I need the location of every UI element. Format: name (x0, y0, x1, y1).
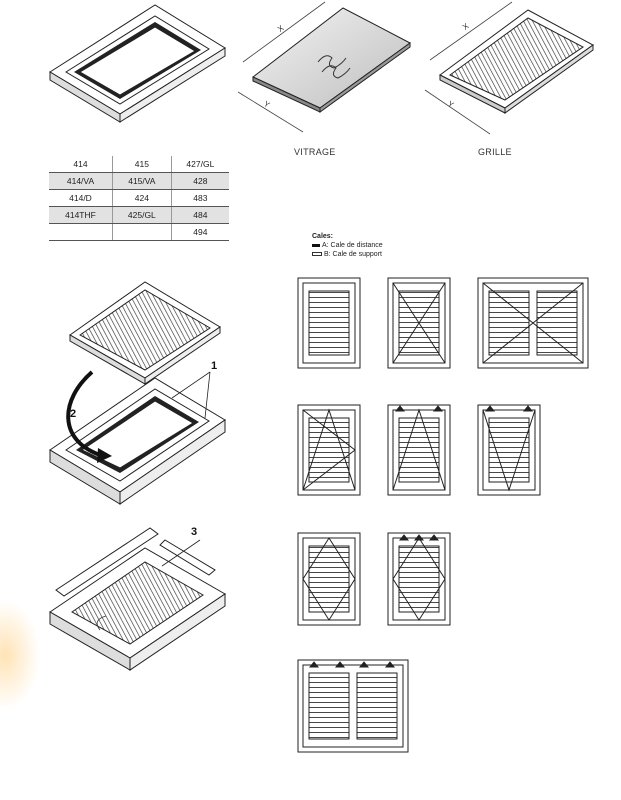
vitrage-drawing (237, 1, 411, 133)
distance-block-swatch (312, 243, 320, 247)
window-diagram-double-cross (477, 277, 589, 369)
table-cell: 427/GL (170, 156, 229, 173)
window-diagram-pivot-tilt (387, 532, 451, 626)
step-two-label: 2 (70, 408, 77, 420)
step-one-label: 1 (211, 360, 218, 372)
table-cell: 414/D (49, 189, 113, 207)
support-block-swatch (312, 252, 322, 257)
table-cell (111, 223, 172, 241)
exploded-assembly-drawing (49, 281, 226, 505)
table-cell: 424 (111, 189, 172, 207)
table-cell: 415 (111, 156, 172, 173)
legend-item-b: B: Cale de support (312, 250, 383, 259)
table-row: 414/D 424 483 (49, 189, 229, 207)
window-diagram-double (297, 659, 409, 753)
table-row: 414THF 425/GL 484 (49, 206, 229, 224)
table-cell: 428 (170, 172, 229, 190)
profile-reference-table: 414 415 427/GL 414/VA 415/VA 428 414/D 4… (49, 156, 229, 241)
cales-legend: Cales: A: Cale de distance B: Cale de su… (312, 232, 383, 259)
table-cell: 484 (170, 206, 229, 224)
table-cell: 414THF (49, 206, 113, 224)
grille-drawing (424, 1, 594, 135)
iso-frame-drawing (49, 4, 226, 123)
table-row: 414/VA 415/VA 428 (49, 172, 229, 190)
table-cell: 414/VA (49, 172, 113, 190)
table-row: 414 415 427/GL (49, 156, 229, 173)
window-diagram-top-hung (477, 404, 541, 496)
grille-caption: GRILLE (478, 147, 512, 157)
bead-assembly-drawing (49, 527, 226, 671)
table-cell: 425/GL (111, 206, 172, 224)
window-diagram-turn-left (297, 404, 361, 496)
window-diagram-turn-tilt (387, 404, 451, 496)
table-cell: 415/VA (111, 172, 172, 190)
table-cell: 483 (170, 189, 229, 207)
table-cell: 414 (49, 156, 113, 173)
table-cell (49, 223, 113, 241)
legend-title: Cales: (312, 233, 334, 240)
window-diagram-tilt (387, 277, 451, 369)
legend-item-a: A: Cale de distance (312, 241, 383, 250)
page-glow (0, 600, 40, 710)
table-cell: 494 (170, 223, 229, 241)
step-three-label: 3 (191, 526, 198, 538)
table-row: 494 (49, 223, 229, 241)
window-diagram-fixed (297, 277, 361, 369)
window-diagram-pivot (297, 532, 361, 626)
vitrage-caption: VITRAGE (294, 147, 336, 157)
